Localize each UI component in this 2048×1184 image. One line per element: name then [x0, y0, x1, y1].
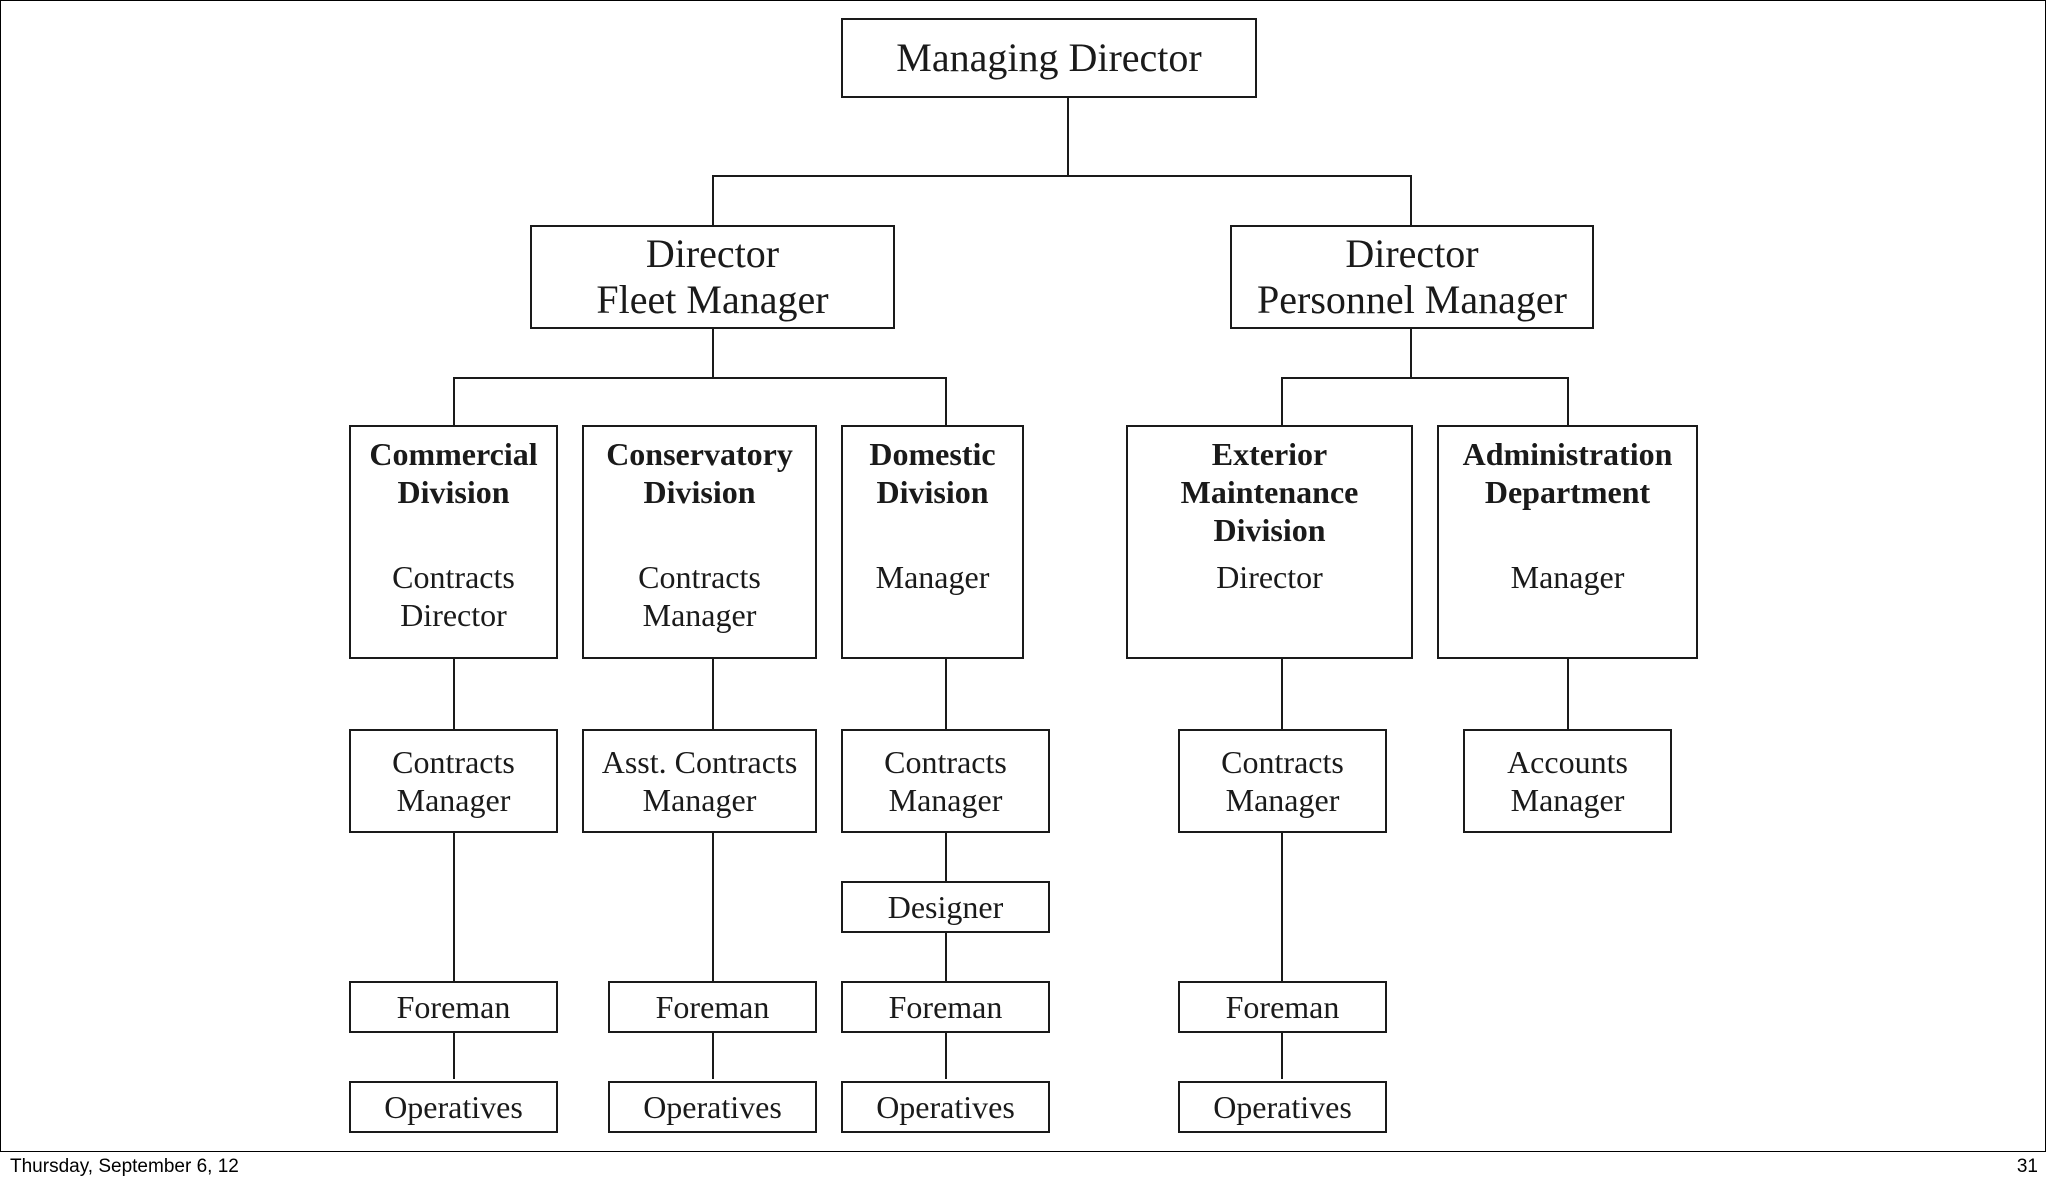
division-role: Contracts	[392, 559, 515, 595]
administration-department-box: Administration Department Manager	[1437, 425, 1698, 659]
connector	[1281, 659, 1283, 1079]
connector	[945, 659, 947, 1079]
node-label: Contracts	[392, 744, 515, 780]
node-label: Manager	[1225, 782, 1340, 818]
division-name: Maintenance	[1180, 474, 1359, 510]
connector	[1067, 98, 1069, 175]
node-label: Director	[1345, 231, 1479, 276]
conservatory-division-box: Conservatory Division Contracts Manager	[582, 425, 817, 659]
connector	[712, 175, 714, 225]
division-name: Conservatory	[606, 436, 793, 472]
division-role: Manager	[642, 597, 757, 633]
domestic-division-box: Domestic Division Manager	[841, 425, 1024, 659]
node-label: Fleet Manager	[596, 277, 829, 322]
division-role: Manager	[1510, 559, 1625, 595]
division-role: Director	[400, 597, 507, 633]
node-label: Designer	[887, 889, 1004, 925]
slide: Managing Director Director Fleet Manager…	[0, 0, 2046, 1152]
division-name: Commercial	[369, 436, 538, 472]
division-name: Exterior	[1211, 436, 1328, 472]
node-label: Contracts	[1221, 744, 1344, 780]
node-label: Manager	[396, 782, 511, 818]
connector	[453, 377, 947, 379]
node-label: Foreman	[1225, 989, 1340, 1025]
division-name: Administration	[1462, 436, 1673, 472]
personnel-director-box: Director Personnel Manager	[1230, 225, 1594, 329]
node-label: Operatives	[876, 1089, 1015, 1125]
operatives-box: Operatives	[349, 1081, 558, 1133]
division-role: Manager	[875, 559, 990, 595]
node-label: Personnel Manager	[1257, 277, 1567, 322]
connector	[712, 175, 1412, 177]
designer-box: Designer	[841, 881, 1050, 933]
connector	[1567, 377, 1569, 425]
operatives-box: Operatives	[608, 1081, 817, 1133]
page-number: 31	[2016, 1156, 2038, 1177]
division-name: Domestic	[869, 436, 996, 472]
foreman-box: Foreman	[349, 981, 558, 1033]
connector	[1410, 175, 1412, 225]
contracts-manager-box: Contracts Manager	[1178, 729, 1387, 833]
connector	[712, 659, 714, 1079]
node-label: Manager	[888, 782, 1003, 818]
node-label: Manager	[1510, 782, 1625, 818]
connector	[712, 329, 714, 377]
contracts-manager-box: Contracts Manager	[349, 729, 558, 833]
node-label: Manager	[642, 782, 757, 818]
division-role: Director	[1216, 559, 1323, 595]
node-label: Foreman	[655, 989, 770, 1025]
managing-director-box: Managing Director	[841, 18, 1257, 98]
node-label: Contracts	[884, 744, 1007, 780]
node-label: Asst. Contracts	[601, 744, 798, 780]
foreman-box: Foreman	[608, 981, 817, 1033]
node-label: Director	[645, 231, 780, 276]
connector	[945, 377, 947, 425]
fleet-director-box: Director Fleet Manager	[530, 225, 895, 329]
operatives-box: Operatives	[1178, 1081, 1387, 1133]
commercial-division-box: Commercial Division Contracts Director	[349, 425, 558, 659]
exterior-maintenance-division-box: Exterior Maintenance Division Director	[1126, 425, 1413, 659]
connector	[1567, 659, 1569, 729]
node-label: Foreman	[396, 989, 511, 1025]
connector	[1410, 329, 1412, 377]
foreman-box: Foreman	[1178, 981, 1387, 1033]
connector	[453, 377, 455, 425]
foreman-box: Foreman	[841, 981, 1050, 1033]
division-name: Department	[1484, 474, 1651, 510]
contracts-manager-box: Contracts Manager	[841, 729, 1050, 833]
node-label: Accounts	[1507, 744, 1628, 780]
node-label: Foreman	[888, 989, 1003, 1025]
division-role: Contracts	[638, 559, 761, 595]
asst-contracts-manager-box: Asst. Contracts Manager	[582, 729, 817, 833]
operatives-box: Operatives	[841, 1081, 1050, 1133]
node-label: Managing Director	[896, 35, 1202, 80]
division-name: Division	[397, 474, 510, 510]
division-name: Division	[1213, 512, 1326, 548]
connector	[1281, 377, 1283, 425]
connector	[1281, 377, 1569, 379]
node-label: Operatives	[643, 1089, 782, 1125]
node-label: Operatives	[1213, 1089, 1352, 1125]
accounts-manager-box: Accounts Manager	[1463, 729, 1672, 833]
node-label: Operatives	[384, 1089, 523, 1125]
division-name: Division	[643, 474, 756, 510]
division-name: Division	[876, 474, 989, 510]
footer-date: Thursday, September 6, 12	[10, 1156, 239, 1177]
connector	[453, 659, 455, 1079]
